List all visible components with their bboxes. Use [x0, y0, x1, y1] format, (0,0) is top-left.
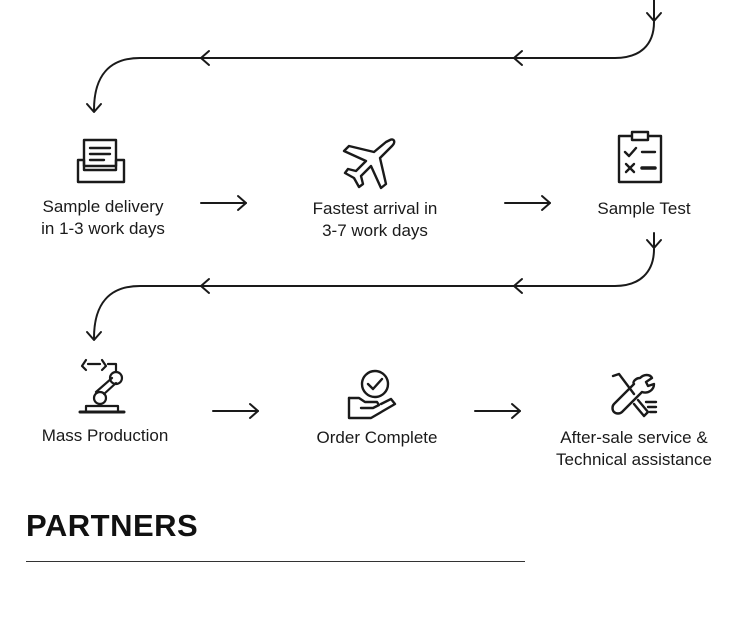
mass-production-line1: Mass Production: [41, 426, 169, 445]
step-label-fastest-arrival: Fastest arrival in 3-7 work days: [300, 198, 450, 242]
after-sale-line1: After-sale service &: [560, 428, 708, 447]
sample-delivery-line2: in 1-3 work days: [41, 219, 165, 238]
delivery-tray-icon: [76, 138, 126, 184]
fastest-arrival-line2: 3-7 work days: [322, 221, 428, 240]
step-label-sample-delivery: Sample delivery in 1-3 work days: [30, 196, 176, 240]
loop-connector-top: [86, 0, 662, 113]
sample-delivery-line1: Sample delivery: [42, 197, 164, 216]
robotic-arm-icon: [78, 358, 126, 414]
step-label-after-sale: After-sale service & Technical assistanc…: [544, 427, 724, 471]
row2-arrows: [212, 403, 521, 419]
airplane-icon: [342, 138, 396, 190]
step-label-sample-test: Sample Test: [584, 198, 704, 220]
fastest-arrival-line1: Fastest arrival in: [312, 199, 438, 218]
loop-connector-middle: [86, 232, 662, 341]
row1-arrows: [200, 195, 551, 211]
step-label-order-complete: Order Complete: [302, 427, 452, 449]
hand-check-icon: [347, 369, 397, 420]
step-label-mass-production: Mass Production: [30, 425, 180, 447]
order-complete-line1: Order Complete: [316, 428, 438, 447]
after-sale-line2: Technical assistance: [556, 450, 712, 469]
checklist-clipboard-icon: [617, 130, 663, 184]
partners-heading: PARTNERS: [26, 508, 199, 543]
sample-test-line1: Sample Test: [597, 199, 691, 218]
partners-divider: [26, 561, 525, 562]
tools-wrench-screwdriver-icon: [611, 372, 658, 418]
